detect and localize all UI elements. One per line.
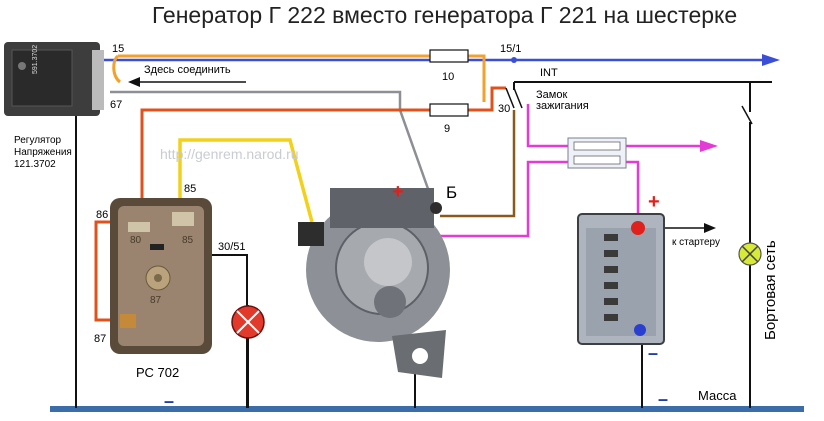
ignition-terminal-30: 30 [498, 103, 511, 115]
generator-plus: + [392, 181, 404, 203]
orange-wire [112, 54, 486, 102]
regulator-label-line2: Напряжения [14, 147, 72, 158]
diagram-title: Генератор Г 222 вместо генератора Г 221 … [152, 2, 738, 28]
connect-arrow [128, 77, 246, 87]
ignition-label-line1: Замок [536, 89, 568, 101]
fuse-10 [429, 49, 469, 63]
relay-terminal-85: 85 [184, 183, 197, 195]
to-starter-label: к стартеру [672, 237, 721, 248]
gray-wire [110, 90, 434, 201]
generator [298, 188, 450, 378]
regulator-terminal-15: 15 [112, 43, 125, 55]
fuse-10-label: 10 [442, 71, 455, 83]
relay-name: РС 702 [136, 365, 180, 380]
ground-minus: – [164, 391, 175, 411]
relay-pin-87: 87 [150, 295, 162, 306]
ignition-terminal-int: INT [540, 67, 558, 79]
regulator-label-line3: 121.3702 [14, 159, 56, 170]
warning-lamp [231, 305, 265, 339]
onboard-lamp [738, 242, 762, 266]
voltage-regulator [4, 42, 104, 116]
battery [577, 213, 665, 345]
battery-minus: – [648, 343, 659, 363]
yellow-wire [178, 138, 314, 223]
ignition-switch [505, 87, 753, 125]
battery-plus: + [648, 191, 660, 213]
ignition-label-line2: зажигания [536, 100, 589, 112]
fuse-9-label: 9 [444, 123, 451, 135]
regulator-label: Регулятор Напряжения 121.3702 [14, 135, 72, 171]
regulator-body-text: 591.3702 [32, 44, 39, 74]
relay-pin-85: 85 [182, 235, 194, 246]
relay-terminal-30-51: 30/51 [218, 241, 246, 253]
watermark: http://genrem.narod.ru [160, 146, 299, 162]
relay-rs702 [110, 198, 212, 354]
brown-wire [440, 110, 516, 218]
relay-terminal-86: 86 [96, 209, 109, 221]
generator-terminal-b: Б [446, 183, 458, 202]
ground-minus-right: – [658, 389, 669, 409]
relay-terminal-87: 87 [94, 333, 107, 345]
connect-note: Здесь соединить [144, 64, 231, 76]
ignition-terminal-15-1: 15/1 [500, 43, 522, 55]
onboard-network-label: Бортовая сеть [762, 240, 779, 340]
relay-pin-80: 80 [130, 235, 142, 246]
regulator-terminal-67: 67 [110, 99, 123, 111]
ground-bus [50, 406, 804, 412]
fuse-block [567, 137, 627, 169]
ground-label: Масса [698, 388, 737, 403]
fuse-9 [429, 103, 469, 117]
regulator-label-line1: Регулятор [14, 135, 62, 146]
